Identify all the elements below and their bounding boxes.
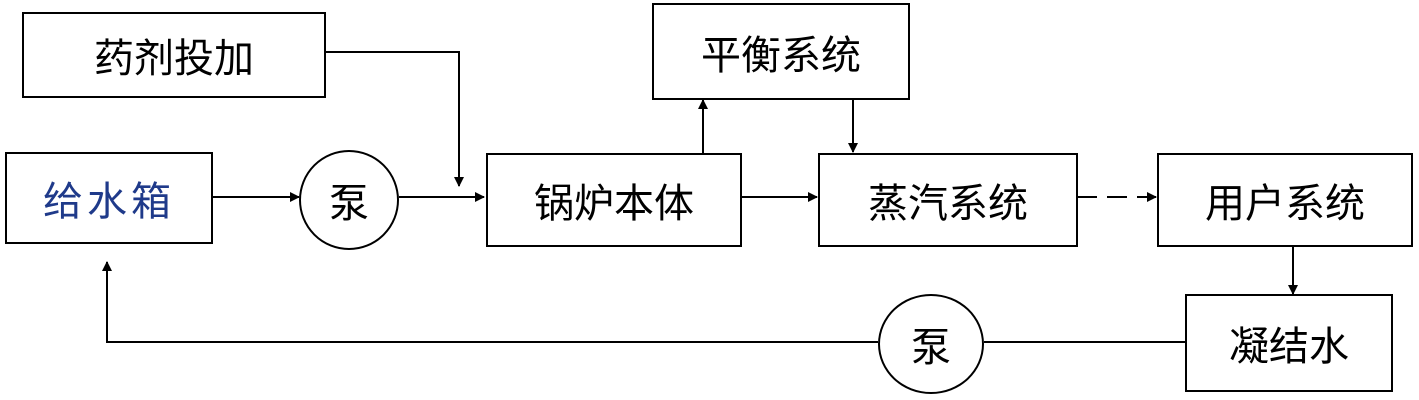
node-condensate-label: 凝结水 xyxy=(1229,324,1349,370)
node-user-system: 用户系统 xyxy=(1157,153,1413,247)
flow-arrow-dosing-to-boiler xyxy=(325,51,464,187)
node-pump-1: 泵 xyxy=(299,150,399,250)
node-pump-2: 泵 xyxy=(878,294,984,394)
node-steam-system: 蒸汽系统 xyxy=(818,153,1078,247)
node-balance-system: 平衡系统 xyxy=(652,3,910,100)
node-pump-1-label: 泵 xyxy=(329,181,369,227)
node-boiler-body: 锅炉本体 xyxy=(486,153,742,247)
node-user-system-label: 用户系统 xyxy=(1205,181,1365,227)
node-feedwater-tank-label: 给水箱 xyxy=(43,179,175,225)
node-condensate: 凝结水 xyxy=(1185,294,1393,392)
node-dosing: 药剂投加 xyxy=(22,12,326,98)
flow-arrow-pump-to-tank xyxy=(102,261,878,343)
node-pump-2-label: 泵 xyxy=(911,325,951,371)
node-feedwater-tank: 给水箱 xyxy=(5,152,213,244)
node-balance-system-label: 平衡系统 xyxy=(701,32,861,79)
node-boiler-body-label: 锅炉本体 xyxy=(534,181,694,227)
node-dosing-label: 药剂投加 xyxy=(94,36,254,82)
node-steam-system-label: 蒸汽系统 xyxy=(868,181,1028,227)
